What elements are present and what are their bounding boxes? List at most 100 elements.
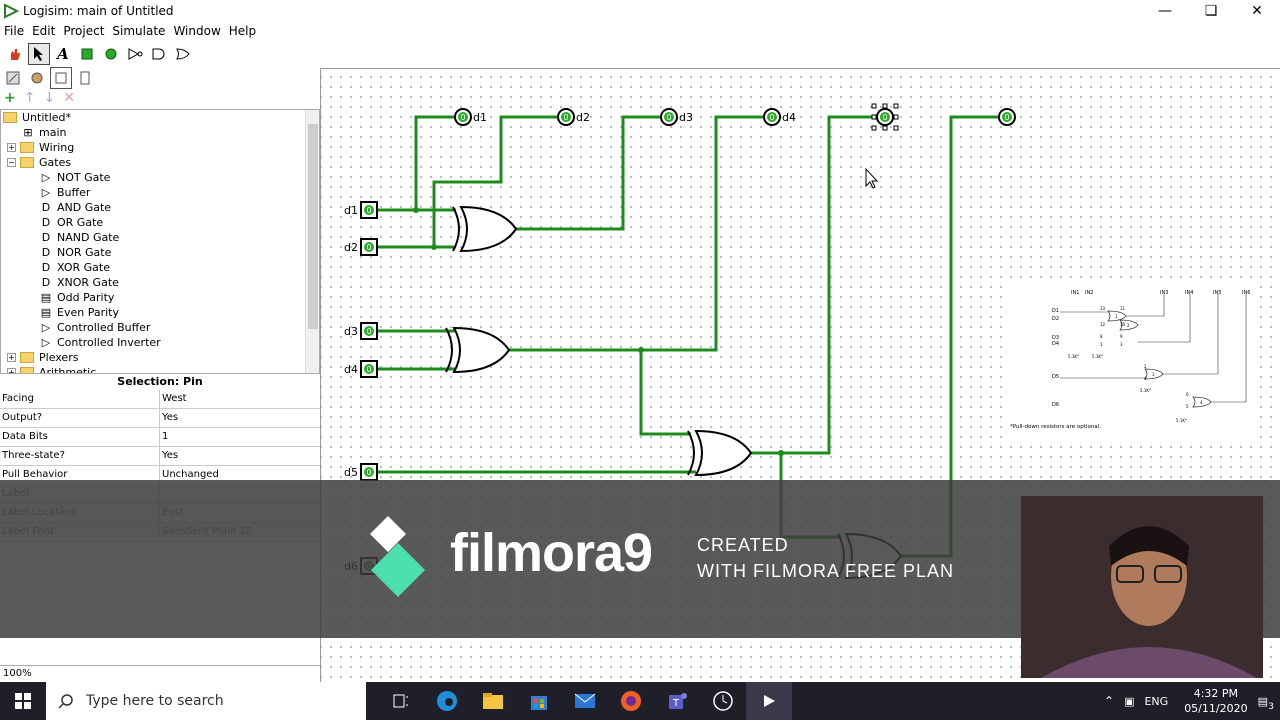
attribute-name: Pull Behavior (0, 466, 160, 484)
menu-help[interactable]: Help (228, 24, 257, 38)
schematic-pin-number: 3 (1120, 342, 1123, 347)
schematic-pin-number: 13 (1100, 306, 1106, 311)
menu-simulate[interactable]: Simulate (112, 24, 166, 38)
window-title: Logisim: main of Untitled (23, 4, 174, 18)
toolbox-view-icon[interactable] (2, 67, 24, 89)
selection-handle (871, 114, 877, 120)
minimize-button[interactable]: — (1158, 3, 1172, 19)
tree-scrollbar[interactable] (305, 110, 319, 373)
delete-circuit-icon[interactable]: ✕ (63, 90, 75, 106)
attribute-value[interactable]: 1 (162, 431, 169, 442)
menu-edit[interactable]: Edit (32, 24, 56, 38)
input-pin-digit: 0 (366, 365, 371, 374)
task-view-icon[interactable] (378, 682, 424, 720)
attribute-value[interactable]: Unchanged (162, 469, 219, 480)
tree-item-main[interactable]: ⊞main (21, 125, 66, 140)
move-down-icon[interactable]: ↓ (43, 90, 56, 106)
expand-toggle-icon[interactable]: − (7, 158, 16, 167)
tree-item-arithmetic[interactable]: +Arithmetic (7, 365, 96, 373)
mail-icon[interactable] (562, 682, 608, 720)
schematic-pin-number: 6 (1186, 392, 1189, 397)
tool-bar: A (0, 42, 320, 66)
tree-item-label: Odd Parity (57, 291, 115, 304)
language-indicator[interactable]: ENG (1144, 694, 1169, 708)
tree-item-odd-parity[interactable]: ▤Odd Parity (39, 290, 115, 305)
move-up-icon[interactable]: ↑ (23, 90, 36, 106)
tree-item-wiring[interactable]: +Wiring (7, 140, 74, 155)
attribute-value[interactable]: Yes (162, 450, 179, 461)
tree-item-plexers[interactable]: +Plexers (7, 350, 78, 365)
input-pin-icon[interactable] (76, 43, 98, 65)
gate-icon: ▷ (41, 321, 51, 334)
tree-item-untitled[interactable]: Untitled* (3, 110, 71, 125)
file-explorer-icon[interactable] (470, 682, 516, 720)
chevron-up-icon[interactable]: ⌃ (1104, 694, 1115, 708)
selection-handle (882, 103, 888, 109)
selection-handle (893, 125, 899, 131)
attribute-name: Facing (0, 390, 160, 408)
zoom-level[interactable]: 100% (0, 665, 320, 683)
start-button[interactable] (0, 682, 46, 720)
add-circuit-icon[interactable]: + (4, 90, 16, 106)
taskbar-search-box[interactable]: Type here to search (46, 682, 366, 720)
network-icon[interactable]: ▣ (1124, 694, 1135, 708)
and-gate-icon[interactable] (148, 43, 170, 65)
menu-project[interactable]: Project (63, 24, 105, 38)
not-gate-icon[interactable] (124, 43, 146, 65)
poke-tool-icon[interactable] (4, 43, 26, 65)
tree-item-controlled-buffer[interactable]: ▷Controlled Buffer (39, 320, 151, 335)
expand-toggle-icon[interactable]: + (7, 368, 16, 373)
output-pin-icon[interactable] (100, 43, 122, 65)
text-tool-icon[interactable]: A (57, 45, 69, 63)
tree-item-label: Even Parity (57, 306, 119, 319)
menu-window[interactable]: Window (173, 24, 221, 38)
appearance-view-icon[interactable] (74, 67, 96, 89)
attribute-name: Data Bits (0, 428, 160, 446)
schematic-xor-gate (1144, 368, 1164, 380)
clock-app-icon[interactable] (700, 682, 746, 720)
edge-icon[interactable] (424, 682, 470, 720)
close-button[interactable]: ✕ (1251, 3, 1263, 19)
expand-toggle-icon[interactable]: + (7, 353, 16, 362)
attribute-row[interactable]: Output?Yes (0, 409, 320, 428)
attribute-value[interactable]: West (162, 393, 187, 404)
tree-item-label: Gates (39, 156, 72, 169)
selection-handle (871, 125, 877, 131)
tree-item-not-gate[interactable]: ▷NOT Gate (39, 170, 111, 185)
tree-item-gates[interactable]: − Gates (7, 155, 71, 170)
tree-item-controlled-inverter[interactable]: ▷Controlled Inverter (39, 335, 161, 350)
restore-button[interactable]: ❏ (1204, 3, 1218, 19)
output-pin-value (767, 112, 777, 122)
schematic-pin-number: 10 (1120, 322, 1126, 327)
clock[interactable]: 4:32 PM 05/11/2020 (1184, 687, 1248, 715)
tree-item-buffer[interactable]: ▷Buffer (39, 185, 91, 200)
gate-icon: ▤ (40, 306, 52, 319)
output-pin-value (664, 112, 674, 122)
expand-toggle-icon[interactable]: + (7, 143, 16, 152)
notification-icon[interactable]: ▤3 (1257, 694, 1274, 712)
menu-file[interactable]: File (4, 24, 25, 38)
layout-view-icon[interactable] (50, 67, 72, 89)
gate-icon: ▷ (41, 336, 51, 349)
attribute-row[interactable]: Three-state?Yes (0, 447, 320, 466)
output-pin-label: d3 (679, 111, 693, 124)
tree-item-even-parity[interactable]: ▤ Even Parity (39, 305, 119, 320)
filmora-taskbar-icon[interactable] (746, 682, 792, 720)
select-tool-icon[interactable] (28, 43, 50, 65)
firefox-icon[interactable] (608, 682, 654, 720)
teams-icon[interactable]: T (654, 682, 700, 720)
simulation-view-icon[interactable] (26, 67, 48, 89)
or-gate-icon[interactable] (172, 43, 194, 65)
attribute-value[interactable]: Yes (162, 412, 179, 423)
store-icon[interactable] (516, 682, 562, 720)
input-pin-digit: 0 (366, 468, 371, 477)
